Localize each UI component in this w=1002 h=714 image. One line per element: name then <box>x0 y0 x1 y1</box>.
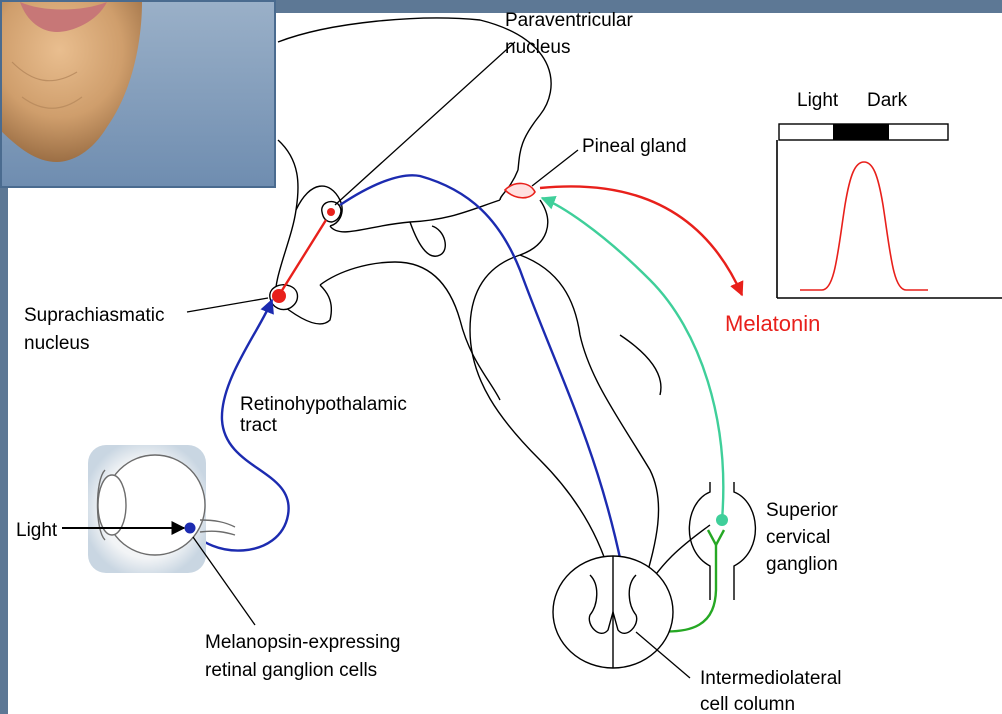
pineal-to-melatonin-line <box>540 186 742 295</box>
presenter-face-icon <box>2 2 276 188</box>
inset-light-label: Light <box>797 90 839 111</box>
light-label: Light <box>16 520 58 541</box>
superior-cervical-node <box>716 514 728 526</box>
scn-to-pvn-line <box>281 220 326 292</box>
ganglion-to-pineal-line <box>542 198 723 520</box>
suprachiasmatic-label: Suprachiasmatic nucleus <box>24 305 170 354</box>
spinal-cord-icon <box>553 556 673 668</box>
eye-icon <box>88 445 235 573</box>
ganglion-cell-marker <box>185 523 196 534</box>
brain-outline <box>275 18 710 600</box>
melanopsin-label: Melanopsin-expressing retinal ganglion c… <box>205 632 406 681</box>
retinohypothalamic-label: Retinohypothalamic tract <box>240 394 412 436</box>
dark-period-block <box>833 124 889 140</box>
intermediolateral-label: Intermediolateral cell column <box>700 668 847 714</box>
presenter-thumbnail <box>0 0 276 188</box>
ganglion-synapse <box>708 530 724 545</box>
paraventricular-nucleus-marker <box>327 208 335 216</box>
inset-dark-label: Dark <box>867 90 908 111</box>
pineal-gland-shape <box>505 183 535 197</box>
superior-cervical-label: Superior cervical ganglion <box>766 500 843 575</box>
melatonin-label: Melatonin <box>725 311 820 336</box>
light-dark-inset: Light Dark <box>777 90 1002 298</box>
melatonin-curve <box>800 162 928 290</box>
paraventricular-label: Paraventricular nucleus <box>505 10 638 58</box>
pineal-gland-label: Pineal gland <box>582 136 687 157</box>
suprachiasmatic-nucleus-marker <box>272 289 286 303</box>
